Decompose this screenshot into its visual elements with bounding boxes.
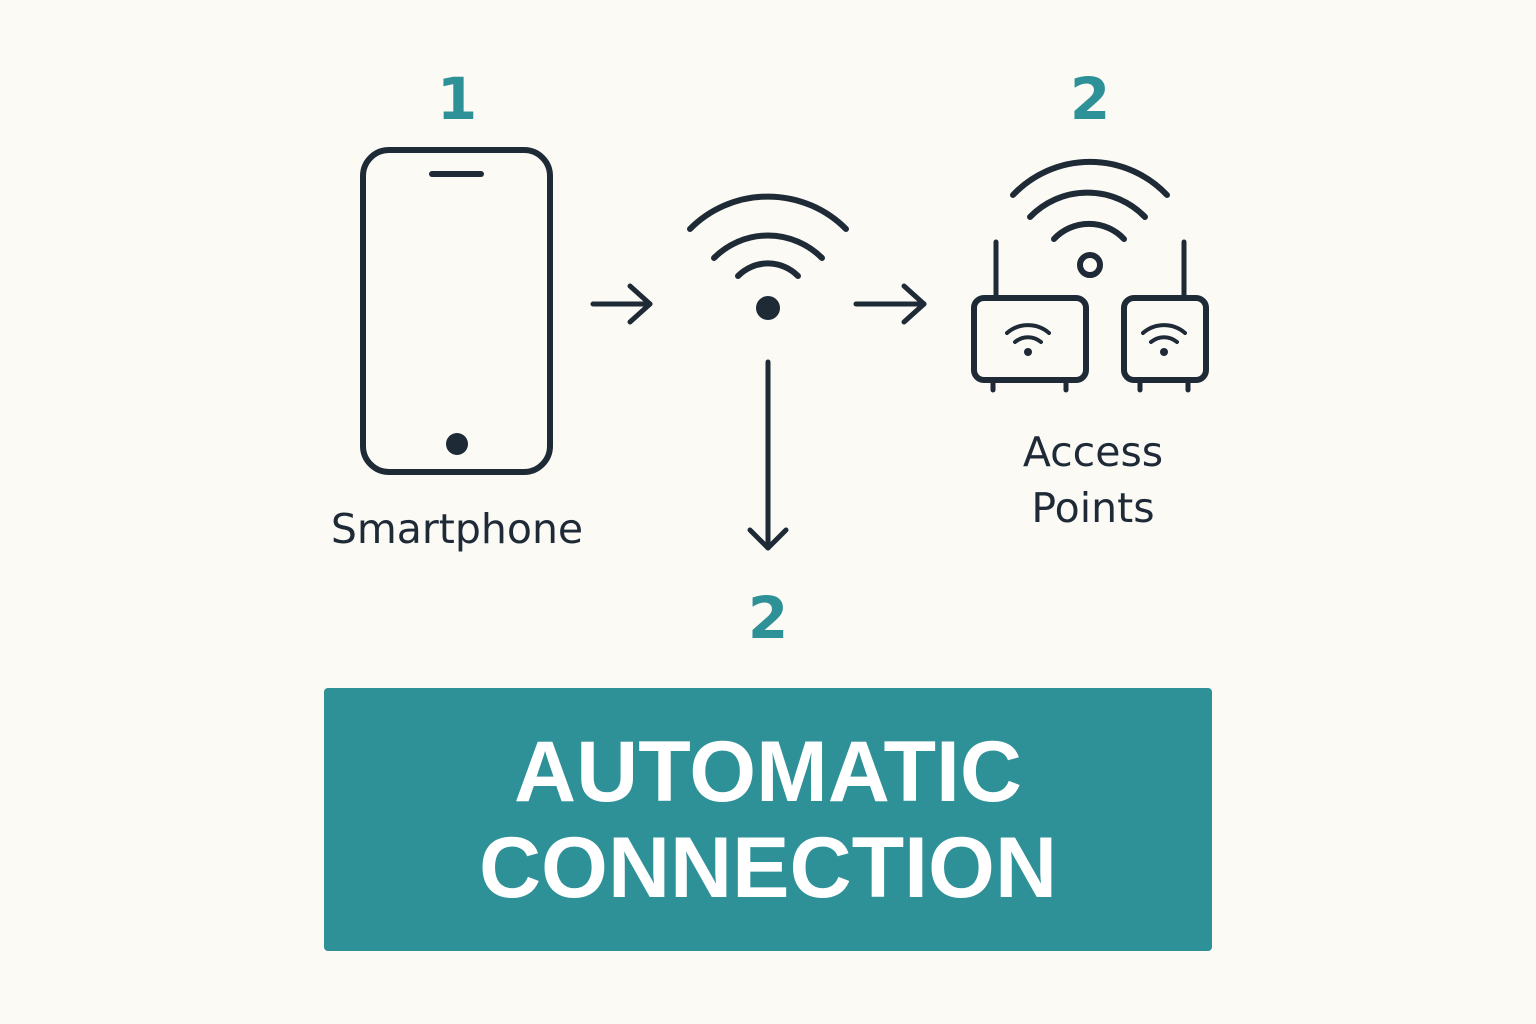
arrow-icon	[853, 283, 927, 325]
banner-line-1: AUTOMATIC	[514, 723, 1022, 820]
wifi-icon	[1010, 158, 1170, 278]
wifi-icon	[687, 193, 849, 320]
access-points-label-line1: Access	[1022, 428, 1164, 476]
router-icon	[971, 239, 1089, 393]
access-points-label-line2: Points	[1031, 484, 1155, 532]
access-points-label: Access Points	[980, 424, 1206, 536]
router-icon	[1121, 239, 1209, 393]
banner-line-2: CONNECTION	[478, 819, 1058, 916]
smartphone-icon	[360, 147, 553, 475]
step-number-smartphone: 1	[436, 65, 478, 133]
step-number-access-points: 2	[1069, 65, 1111, 133]
step-number-connection: 2	[747, 584, 789, 652]
automatic-connection-banner: AUTOMATIC CONNECTION	[324, 688, 1212, 951]
arrow-icon	[747, 359, 789, 551]
arrow-icon	[590, 283, 653, 325]
smartphone-label: Smartphone	[330, 505, 584, 553]
